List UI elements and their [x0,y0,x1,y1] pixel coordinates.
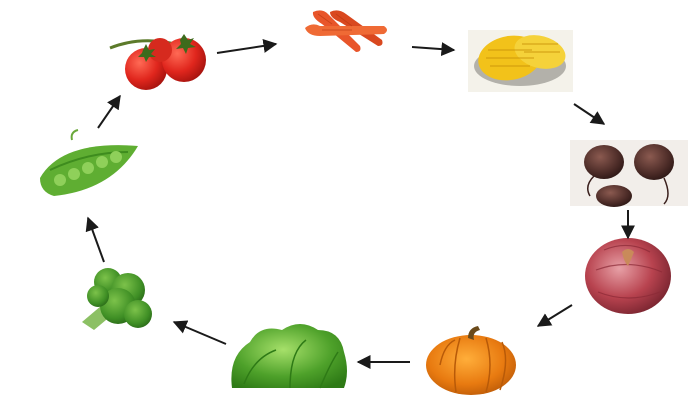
arrow-peas-to-tomato [98,96,120,128]
arrow-broccoli-to-peas [88,218,104,262]
corn-icon [468,30,573,92]
arrow-onion-to-pumpkin [538,305,572,326]
carrot-icon [305,10,387,52]
tomato-icon [110,34,206,90]
arrow-lettuce-to-broccoli [174,322,226,344]
onion-icon [585,238,671,314]
peas-icon [40,130,138,196]
lettuce-icon [231,324,347,388]
pumpkin-icon [426,326,516,395]
arrow-carrot-to-corn [412,47,454,50]
broccoli-icon [82,268,152,330]
arrow-tomato-to-carrot [217,44,276,53]
arrow-corn-to-beet [574,104,604,124]
beet-icon [570,140,688,207]
